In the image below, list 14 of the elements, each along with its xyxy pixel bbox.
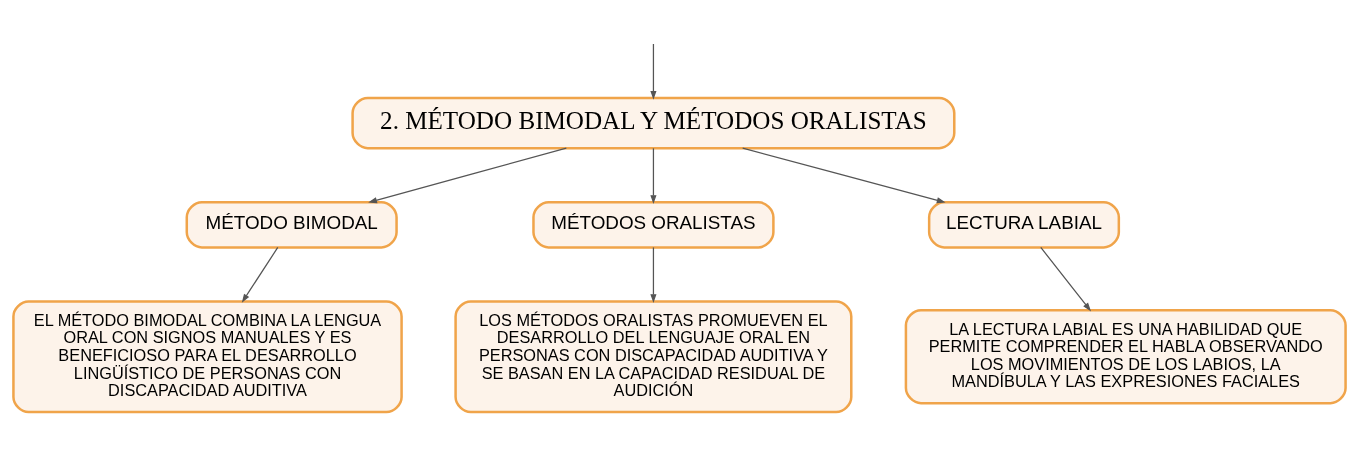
- node-box: MÉTODOS ORALISTAS: [532, 200, 775, 249]
- node-box: 2. MÉTODO BIMODAL Y MÉTODOS ORALISTAS: [351, 96, 956, 150]
- node-box: EL MÉTODO BIMODAL COMBINA LA LENGUA ORAL CON SIGNOS MANUALES Y ES BENEFICIOSO PARA EL DESARROLLO LINGÜÍSTICO DE PERSONAS CON DISCAPACIDAD AUDITIVA: [12, 300, 403, 414]
- node-box: LOS MÉTODOS ORALISTAS PROMUEVEN EL DESARROLLO DEL LENGUAJE ORAL EN PERSONAS CON DISCAPACIDAD AUDITIVA Y SE BASAN EN LA CAPACIDAD RESIDUAL DE AUDICIÓN: [454, 300, 853, 414]
- node-box: MÉTODO BIMODAL: [185, 200, 398, 249]
- arrow: [742, 147, 946, 204]
- node-box: LECTURA LABIAL: [927, 200, 1121, 249]
- node-box: LA LECTURA LABIAL ES UNA HABILIDAD QUE PERMITE COMPRENDER EL HABLA OBSERVANDO LOS MOVIMIENTOS DE LOS LABIOS, LA MANDÍBULA Y LAS EXPRESIONES FACIALES: [904, 308, 1347, 405]
- arrow: [241, 246, 279, 303]
- arrow: [368, 147, 567, 204]
- arrow: [650, 43, 657, 100]
- arrow: [650, 147, 657, 204]
- arrow: [650, 246, 657, 303]
- arrow: [1040, 246, 1092, 312]
